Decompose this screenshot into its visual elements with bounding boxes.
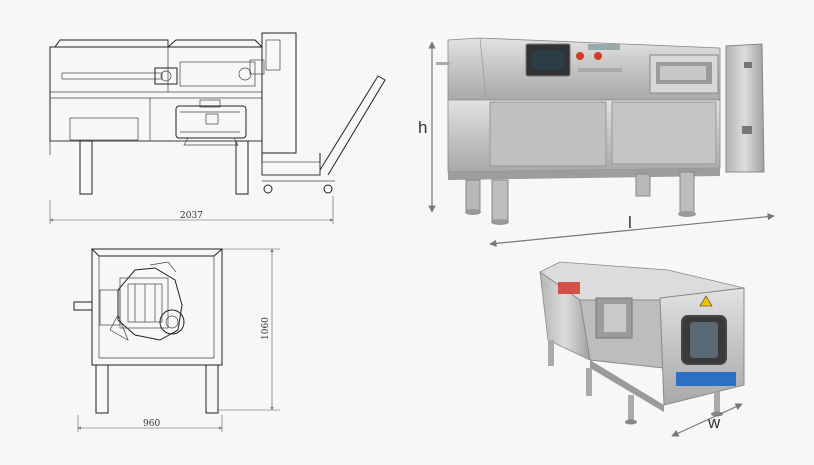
width-dimension-label: 960 [143,419,160,429]
width-label: w [707,413,721,432]
depth-dimension-label: 1060 [261,317,271,340]
side-view-drawing [49,32,386,224]
length-label: l [628,213,632,232]
length-dimension-label: 2037 [180,211,203,221]
machine-photo-perspective [539,261,745,437]
machine-photo-main [428,37,775,247]
height-label: h [418,118,427,137]
top-view-drawing [73,248,280,432]
